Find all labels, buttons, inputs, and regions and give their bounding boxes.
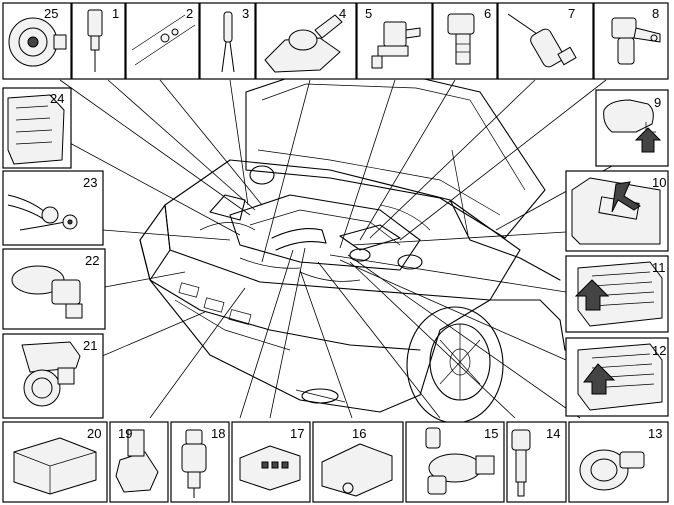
component-box-11: 11 xyxy=(565,255,669,333)
component-box-10: 10 xyxy=(565,170,669,252)
component-box-9: 9 xyxy=(595,89,669,167)
callout-24: 24 xyxy=(50,91,64,106)
component-box-15: 15 xyxy=(405,421,505,503)
callout-7: 7 xyxy=(568,6,575,21)
callout-25: 25 xyxy=(44,6,58,21)
leader-lines xyxy=(54,79,633,419)
callout-20: 20 xyxy=(87,426,101,441)
component-box-1: 1 xyxy=(71,2,126,80)
callout-3: 3 xyxy=(242,6,249,21)
component-box-14: 14 xyxy=(506,421,567,503)
component-box-5: 5 xyxy=(356,2,433,80)
callout-10: 10 xyxy=(652,175,666,190)
component-box-25: 25 xyxy=(2,2,72,80)
callout-2: 2 xyxy=(186,6,193,21)
component-box-8: 8 xyxy=(593,2,669,80)
component-box-6: 6 xyxy=(432,2,498,80)
component-box-16: 16 xyxy=(312,421,404,503)
callout-15: 15 xyxy=(484,426,498,441)
callout-1: 1 xyxy=(112,6,119,21)
component-box-12: 12 xyxy=(565,337,669,417)
component-box-3: 3 xyxy=(199,2,256,80)
callout-21: 21 xyxy=(83,338,97,353)
callout-12: 12 xyxy=(652,343,666,358)
component-box-21: 21 xyxy=(2,333,104,419)
callout-18: 18 xyxy=(211,426,225,441)
component-box-13: 13 xyxy=(568,421,669,503)
callout-19: 19 xyxy=(118,426,132,441)
callout-5: 5 xyxy=(365,6,372,21)
callout-16: 16 xyxy=(352,426,366,441)
component-box-7: 7 xyxy=(497,2,594,80)
component-box-19: 19 xyxy=(109,421,169,503)
callout-6: 6 xyxy=(484,6,491,21)
callout-17: 17 xyxy=(290,426,304,441)
component-box-20: 20 xyxy=(2,421,108,503)
component-box-23: 23 xyxy=(2,170,104,246)
callout-23: 23 xyxy=(83,175,97,190)
component-box-18: 18 xyxy=(170,421,230,503)
callout-22: 22 xyxy=(85,253,99,268)
callout-14: 14 xyxy=(546,426,560,441)
component-box-24: 24 xyxy=(2,87,72,169)
callout-11: 11 xyxy=(652,260,666,275)
callout-13: 13 xyxy=(648,426,662,441)
component-box-4: 4 xyxy=(255,2,357,80)
component-box-17: 17 xyxy=(231,421,311,503)
callout-9: 9 xyxy=(654,95,661,110)
callout-8: 8 xyxy=(652,6,659,21)
component-box-2: 2 xyxy=(125,2,200,80)
callout-4: 4 xyxy=(339,6,346,21)
car-engine-bay-illustration xyxy=(139,73,566,424)
component-box-22: 22 xyxy=(2,248,106,330)
